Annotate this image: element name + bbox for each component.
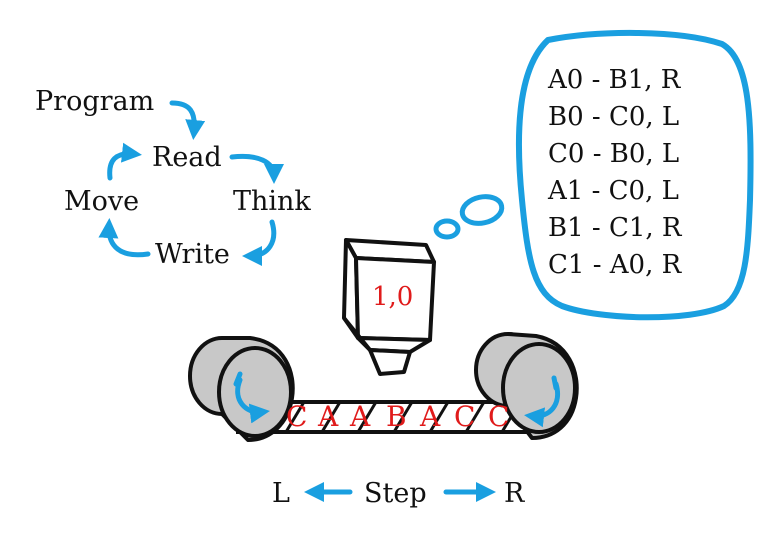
left-roller xyxy=(188,336,295,442)
program-to-read-arrow xyxy=(169,100,206,140)
thought-dot-large xyxy=(459,194,505,226)
head-state-label: 1,0 xyxy=(372,282,413,312)
right-direction-label: R xyxy=(504,478,525,509)
move-label: Move xyxy=(64,186,139,217)
program-label: Program xyxy=(35,86,154,117)
think-to-write-arrow xyxy=(242,219,277,266)
think-label: Think xyxy=(233,186,311,217)
step-direction: L Step R xyxy=(272,478,525,509)
tape-symbols: C A A B A C C xyxy=(286,400,509,433)
tape-cell: A xyxy=(419,400,441,433)
rule-item: C1 - A0, R xyxy=(548,250,683,280)
thought-dot-small xyxy=(433,218,461,240)
move-to-read-arrow xyxy=(107,142,142,181)
write-to-move-arrow xyxy=(98,218,151,258)
rule-item: C0 - B0, L xyxy=(548,139,679,169)
rules-list: A0 - B1, R B0 - C0, L C0 - B0, L A1 - C0… xyxy=(547,65,683,280)
rule-item: B1 - C1, R xyxy=(548,213,683,243)
left-roller-rotate-icon xyxy=(235,377,270,424)
right-roller xyxy=(474,332,579,440)
read-write-head: 1,0 xyxy=(342,238,436,376)
rule-item: A0 - B1, R xyxy=(547,65,682,95)
tape-cell: C xyxy=(454,400,475,433)
tape-mechanism: C A A B A C C xyxy=(188,332,579,442)
head-nozzle xyxy=(368,348,412,376)
tape-cell: B xyxy=(386,400,407,433)
tape-cell: A xyxy=(317,400,339,433)
write-label: Write xyxy=(155,239,230,270)
tape-cell: A xyxy=(349,400,371,433)
tape-cell: C xyxy=(488,400,509,433)
tape-cell: C xyxy=(286,400,307,433)
rule-item: B0 - C0, L xyxy=(548,102,679,132)
thought-bubble: A0 - B1, R B0 - C0, L C0 - B0, L A1 - C0… xyxy=(433,29,754,321)
head-edge xyxy=(342,316,372,352)
read-to-think-arrow xyxy=(229,153,284,184)
left-direction-label: L xyxy=(272,478,290,509)
read-label: Read xyxy=(152,142,222,173)
rules-bubble-outline xyxy=(515,29,754,321)
rule-item: A1 - C0, L xyxy=(547,176,679,206)
step-label: Step xyxy=(364,478,427,509)
program-cycle: Program Read Think Write Move xyxy=(35,86,311,270)
